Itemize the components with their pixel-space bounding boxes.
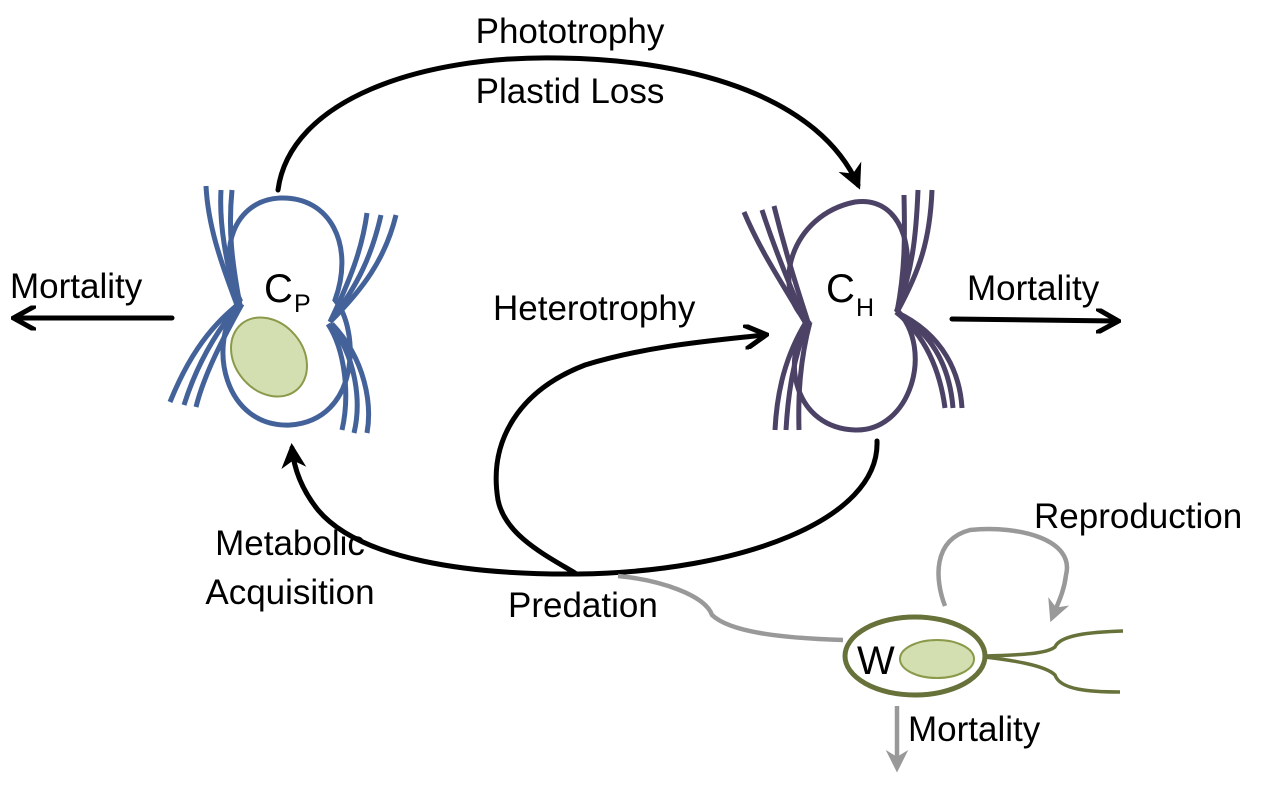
cp-flagellum: [193, 302, 245, 408]
cp-flagellum: [328, 322, 360, 434]
cp-flagellum: [181, 301, 242, 406]
plastid-loss-label: Plastid Loss: [476, 72, 665, 111]
cp-subscript: P: [294, 290, 311, 318]
w-mortality-label: Mortality: [908, 710, 1041, 749]
w-flagellum: [984, 629, 1124, 658]
cp-flagellum: [325, 322, 349, 431]
ch-flagellum: [894, 189, 935, 314]
cp-label: C: [264, 267, 293, 311]
ch-flagellum: [772, 320, 809, 431]
w-flagellum: [984, 655, 1121, 694]
phototrophy-label: Phototrophy: [476, 12, 665, 51]
w-plastid-icon: [899, 639, 975, 679]
heterotrophy-arrow: [493, 335, 764, 576]
ch-flagellum: [894, 309, 965, 409]
predation-label: Predation: [508, 586, 658, 625]
cp-flagellum: [330, 322, 372, 434]
metabolic-label: Metabolic: [215, 524, 365, 563]
acquisition-label: Acquisition: [205, 573, 374, 612]
heterotrophy-label: Heterotrophy: [493, 289, 696, 328]
cp-flagellum: [218, 189, 240, 306]
cp-mortality-label: Mortality: [10, 267, 143, 306]
ch-label: C: [826, 267, 855, 311]
w-predation-link: [617, 573, 844, 643]
cp-flagellum: [327, 212, 370, 324]
plastid-icon: [230, 316, 308, 398]
cp-flagellum: [328, 214, 399, 324]
plastid-loss-arrow: [275, 55, 862, 193]
ch-flagellum: [796, 321, 813, 431]
ch-mortality-label: Mortality: [967, 269, 1100, 308]
ch-predation-curve: [575, 438, 880, 577]
w-cell: [842, 614, 1124, 698]
ch-flagellum: [783, 321, 811, 431]
ch-subscript: H: [856, 294, 874, 322]
reproduction-label: Reproduction: [1034, 497, 1242, 536]
w-label: W: [857, 639, 895, 683]
ch-flagellum: [771, 205, 811, 323]
cp-cell: [167, 185, 399, 434]
reproduction-arrow: [936, 526, 1070, 623]
cp-flagellum: [167, 301, 242, 403]
metabolic-acquisition-arrow: [281, 443, 581, 577]
ch-mortality-arrow: [949, 319, 1116, 321]
cp-flagellum: [227, 189, 243, 306]
ch-cell: [741, 189, 965, 433]
ch-flagellum: [759, 209, 808, 323]
